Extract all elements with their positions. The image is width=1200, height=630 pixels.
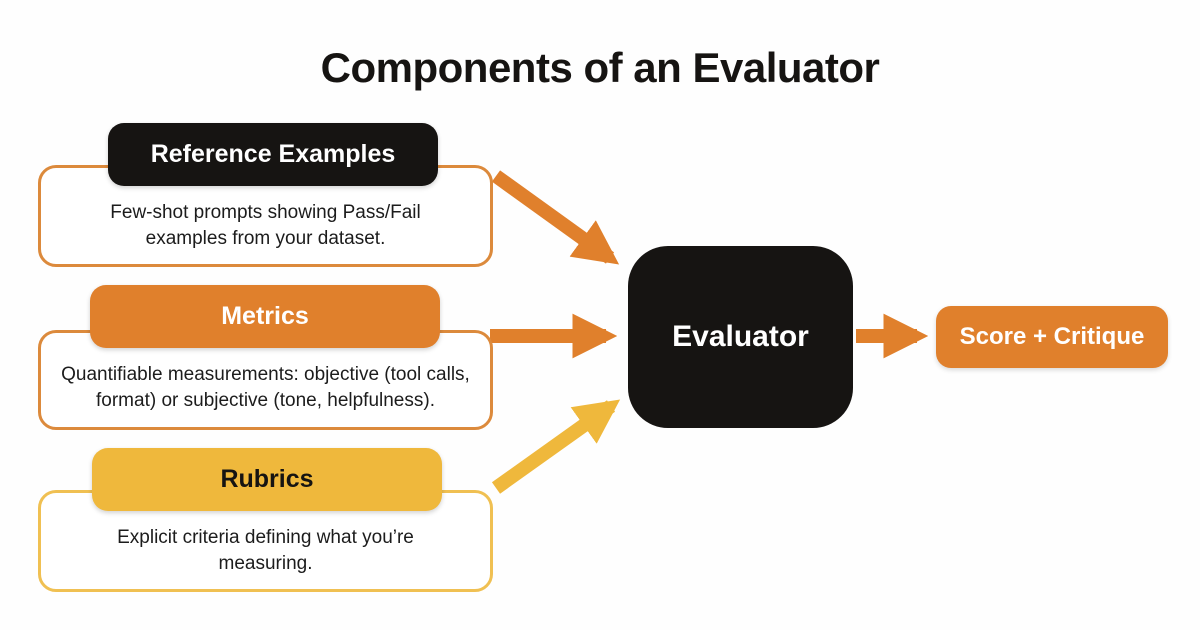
reference-examples-label: Reference Examples (150, 140, 396, 168)
rubrics-label: Rubrics (220, 465, 314, 493)
metrics-description: Quantifiable measurements: objective (to… (61, 364, 470, 411)
arrow-reference-to-evaluator (491, 170, 620, 265)
metrics-label: Metrics (221, 302, 309, 330)
reference-examples-header: Reference Examples (108, 123, 438, 186)
metrics-header: Metrics (90, 285, 440, 348)
evaluator-label: Evaluator (672, 320, 809, 353)
evaluator-node: Evaluator (628, 246, 853, 428)
output-label: Score + Critique (959, 323, 1145, 350)
diagram-title: Components of an Evaluator (320, 44, 880, 91)
output-node: Score + Critique (936, 306, 1168, 368)
reference-examples-description: Few-shot prompts showing Pass/Fail examp… (110, 202, 421, 249)
arrow-rubrics-to-evaluator (491, 399, 621, 494)
rubrics-description: Explicit criteria defining what you’re m… (117, 527, 414, 574)
rubrics-header: Rubrics (92, 448, 442, 511)
